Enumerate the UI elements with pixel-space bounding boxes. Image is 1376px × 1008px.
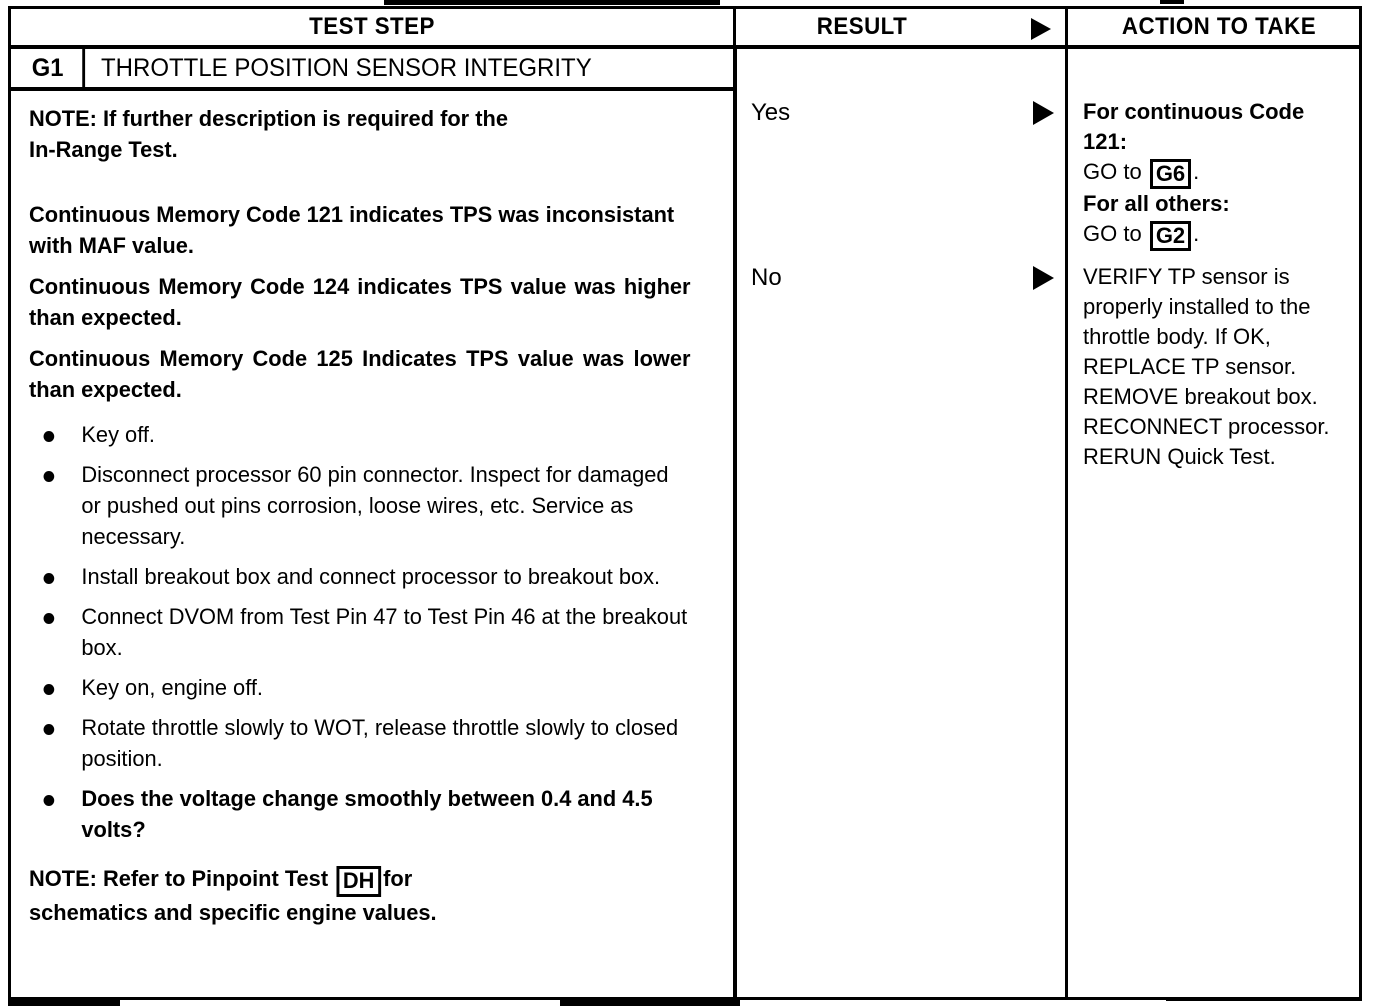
step-title-row: G1 THROTTLE POSITION SENSOR INTEGRITY	[11, 49, 733, 91]
step-reference-g6[interactable]: G6	[1149, 159, 1192, 190]
period: .	[1193, 221, 1200, 247]
list-item-text: Disconnect processor 60 pin connector. I…	[81, 462, 669, 549]
right-triangle-icon	[1031, 18, 1051, 40]
right-triangle-icon	[1033, 101, 1054, 125]
list-item: Install breakout box and connect process…	[29, 561, 691, 592]
action-yes-line-1: For continuous Code	[1083, 99, 1305, 124]
list-item: Rotate throttle slowly to WOT, release t…	[29, 712, 691, 774]
step-id-badge: G1	[13, 49, 86, 87]
period: .	[1193, 159, 1200, 184]
action-yes-line-3: GO to G6.	[1083, 157, 1349, 190]
pinpoint-test-reference-dh[interactable]: DH	[336, 866, 382, 897]
right-triangle-icon	[1033, 266, 1054, 290]
test-step-column: G1 THROTTLE POSITION SENSOR INTEGRITY NO…	[11, 49, 733, 997]
result-yes: Yes	[751, 99, 791, 126]
scan-artifact	[8, 999, 120, 1006]
list-item-text: Rotate throttle slowly to WOT, release t…	[81, 715, 679, 771]
bullet-icon	[43, 613, 55, 624]
table-header-row: TEST STEP RESULT ACTION TO TAKE	[11, 9, 1359, 49]
list-item: Key off.	[29, 419, 691, 450]
note-top-line-2: In-Range Test.	[29, 137, 178, 162]
result-column: Yes No	[737, 49, 1065, 997]
column-divider-result-action	[1065, 49, 1068, 997]
paragraph-code-124: Continuous Memory Code 124 indicates TPS…	[29, 274, 691, 330]
header-test-step: TEST STEP	[309, 13, 435, 40]
list-item: Disconnect processor 60 pin connector. I…	[29, 459, 691, 552]
note-top-line-1: NOTE: If further description is required…	[29, 106, 508, 131]
action-column: For continuous Code 121: GO to G6. For a…	[1069, 49, 1365, 997]
step-title: THROTTLE POSITION SENSOR INTEGRITY	[101, 53, 592, 82]
test-step-body: NOTE: If further description is required…	[11, 91, 733, 928]
header-action-to-take: ACTION TO TAKE	[1121, 13, 1317, 40]
column-divider-test-result	[733, 49, 737, 997]
header-result: RESULT	[816, 13, 908, 40]
action-for-yes: For continuous Code 121: GO to G6. For a…	[1083, 97, 1349, 252]
action-for-no: VERIFY TP sensor is properly installed t…	[1083, 264, 1330, 469]
list-item-text: Key on, engine off.	[81, 675, 263, 700]
list-item: Key on, engine off.	[29, 672, 691, 703]
note-bottom-suffix: for	[383, 866, 413, 891]
goto-label: GO to	[1083, 221, 1142, 247]
paragraph-code-121: Continuous Memory Code 121 indicates TPS…	[29, 202, 675, 258]
header-divider-2	[1065, 9, 1068, 49]
note-bottom-prefix: NOTE: Refer to Pinpoint Test	[29, 866, 329, 891]
step-reference-g2[interactable]: G2	[1149, 221, 1192, 252]
bullet-icon	[43, 431, 55, 442]
diagnostic-table: TEST STEP RESULT ACTION TO TAKE G1 THROT…	[8, 6, 1362, 1000]
procedure-list: Key off. Disconnect processor 60 pin con…	[29, 419, 711, 845]
result-no: No	[751, 264, 782, 291]
action-yes-line-2: 121:	[1083, 129, 1128, 154]
goto-label: GO to	[1083, 159, 1142, 184]
header-divider-1	[733, 9, 736, 49]
list-item: Connect DVOM from Test Pin 47 to Test Pi…	[29, 601, 691, 663]
list-item-text: Key off.	[81, 422, 155, 447]
bullet-icon	[43, 471, 55, 482]
scan-artifact	[384, 0, 720, 5]
list-item-text: Install breakout box and connect process…	[81, 564, 661, 589]
bullet-icon	[43, 724, 55, 735]
paragraph-code-125: Continuous Memory Code 125 Indicates TPS…	[29, 346, 691, 402]
action-yes-line-5: GO to G2.	[1083, 219, 1349, 252]
list-item-text: Connect DVOM from Test Pin 47 to Test Pi…	[81, 604, 688, 660]
scan-artifact	[1160, 0, 1184, 4]
scan-artifact	[560, 999, 740, 1006]
bullet-icon	[43, 795, 55, 806]
note-top: NOTE: If further description is required…	[29, 103, 691, 165]
bullet-icon	[43, 684, 55, 695]
list-item-text: Does the voltage change smoothly between…	[81, 786, 653, 842]
list-item: Does the voltage change smoothly between…	[29, 783, 691, 845]
bullet-icon	[43, 573, 55, 584]
action-yes-line-4: For all others:	[1083, 191, 1230, 217]
note-bottom-line-2: schematics and specific engine values.	[29, 899, 437, 925]
